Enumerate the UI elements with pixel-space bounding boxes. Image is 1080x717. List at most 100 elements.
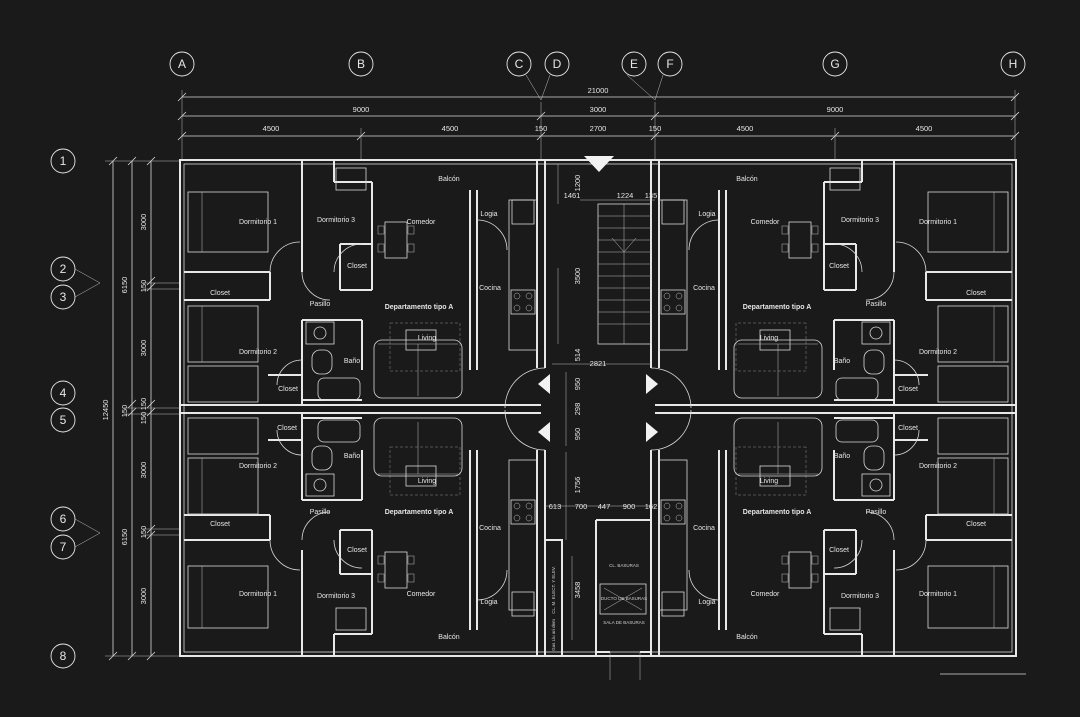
label-bano: Baño bbox=[834, 358, 850, 365]
dim-4-a: 150 bbox=[139, 398, 148, 411]
label-pasillo: Pasillo bbox=[310, 509, 331, 516]
dim-core-950-upper: 950 bbox=[573, 378, 582, 391]
axis-label-f: F bbox=[666, 57, 673, 71]
entry-arrow-top bbox=[584, 156, 614, 172]
section-arrow-right-lower bbox=[646, 422, 658, 442]
axis-label-1: 1 bbox=[60, 154, 67, 168]
axis-bubble-6: 6 bbox=[50, 506, 76, 532]
dim-e-f: 150 bbox=[649, 124, 662, 133]
axis-label-c: C bbox=[515, 57, 524, 71]
label-pasillo: Pasillo bbox=[866, 301, 887, 308]
column-axes: A B C D E F G H bbox=[169, 51, 1026, 101]
labels-unit-upper-right: Balcón Dormitorio 1 Dormitorio 3 Comedor… bbox=[693, 176, 986, 393]
axis-bubble-a: A bbox=[169, 51, 195, 77]
label-bano: Baño bbox=[834, 453, 850, 460]
label-departamento: Departamento tipo A bbox=[385, 304, 454, 311]
axis-bubble-2: 2 bbox=[50, 256, 76, 282]
label-closet-b: Closet bbox=[210, 290, 230, 297]
label-pasillo: Pasillo bbox=[866, 509, 887, 516]
dim-core-298: 298 bbox=[573, 403, 582, 416]
section-arrow-right-upper bbox=[646, 374, 658, 394]
dim-party-wall: 150 bbox=[120, 405, 129, 418]
dim-core-514: 514 bbox=[573, 349, 582, 362]
label-balcon: Balcón bbox=[438, 634, 460, 641]
dim-c-d: 150 bbox=[535, 124, 548, 133]
label-logia: Logia bbox=[698, 211, 715, 218]
label-balcon: Balcón bbox=[438, 176, 460, 183]
axis-bubble-e: E bbox=[621, 51, 647, 77]
dim-5-6: 3000 bbox=[139, 462, 148, 479]
furniture-right bbox=[660, 167, 1009, 631]
dim-core-700: 700 bbox=[575, 502, 588, 511]
label-sala-basuras: SALA DE BASURAS bbox=[603, 620, 645, 625]
label-dormitorio-2: Dormitorio 2 bbox=[919, 349, 957, 356]
axis-bubble-d: D bbox=[544, 51, 570, 77]
label-cl-electrico: CL. M. ELECT. Y ELEV. bbox=[551, 566, 556, 613]
axis-bubble-h: H bbox=[1000, 51, 1026, 77]
axis-bubble-g: G bbox=[822, 51, 848, 77]
row-axes: 1 2 3 4 5 6 7 8 bbox=[50, 148, 101, 669]
dim-core-447: 447 bbox=[598, 502, 611, 511]
label-pasillo: Pasillo bbox=[310, 301, 331, 308]
label-comedor: Comedor bbox=[407, 591, 436, 598]
core-dimensions: 1200 1461 1224 135 3500 514 2821 950 298… bbox=[545, 164, 657, 640]
furniture-left bbox=[187, 167, 536, 631]
label-cocina: Cocina bbox=[479, 525, 501, 532]
dim-core-950-lower: 950 bbox=[573, 428, 582, 441]
label-dormitorio-2: Dormitorio 2 bbox=[919, 463, 957, 470]
dim-core-3500: 3500 bbox=[573, 268, 582, 285]
label-logia: Logia bbox=[480, 599, 497, 606]
axis-label-d: D bbox=[553, 57, 562, 71]
interior-walls-right bbox=[658, 160, 1012, 656]
label-dormitorio-1: Dormitorio 1 bbox=[919, 591, 957, 598]
dim-core-1461: 1461 bbox=[564, 191, 581, 200]
axis-label-6: 6 bbox=[60, 512, 67, 526]
axis-label-7: 7 bbox=[60, 540, 67, 554]
interior-walls-left bbox=[184, 160, 538, 656]
label-closet-f: Closet bbox=[829, 547, 849, 554]
label-balcon: Balcón bbox=[736, 634, 758, 641]
label-comedor: Comedor bbox=[751, 219, 780, 226]
label-closet-c: Closet bbox=[278, 386, 298, 393]
axis-label-b: B bbox=[357, 57, 365, 71]
label-closet-a: Closet bbox=[347, 263, 367, 270]
dim-core-1756: 1756 bbox=[573, 477, 582, 494]
label-closet-a: Closet bbox=[829, 263, 849, 270]
axis-bubble-8: 8 bbox=[50, 643, 76, 669]
axis-label-2: 2 bbox=[60, 262, 67, 276]
axis-label-h: H bbox=[1009, 57, 1018, 71]
axis-bubble-5: 5 bbox=[50, 407, 76, 433]
label-dormitorio-3: Dormitorio 3 bbox=[841, 217, 879, 224]
label-bano: Baño bbox=[344, 453, 360, 460]
label-comedor: Comedor bbox=[407, 219, 436, 226]
label-closet-e: Closet bbox=[966, 521, 986, 528]
axis-bubble-c: C bbox=[506, 51, 532, 77]
label-logia: Logia bbox=[480, 211, 497, 218]
label-dormitorio-1: Dormitorio 1 bbox=[239, 219, 277, 226]
dim-right-block: 9000 bbox=[827, 105, 844, 114]
label-balcon: Balcón bbox=[736, 176, 758, 183]
label-closet-b: Closet bbox=[966, 290, 986, 297]
dim-1-2: 3000 bbox=[139, 214, 148, 231]
label-closet-e: Closet bbox=[210, 521, 230, 528]
label-dormitorio-3: Dormitorio 3 bbox=[317, 217, 355, 224]
label-departamento: Departamento tipo A bbox=[385, 509, 454, 516]
label-living: Living bbox=[418, 335, 436, 342]
section-arrow-left-upper bbox=[538, 374, 550, 394]
label-dormitorio-1: Dormitorio 1 bbox=[239, 591, 277, 598]
dim-total-depth: 12450 bbox=[101, 400, 110, 421]
label-living: Living bbox=[418, 478, 436, 485]
labels-unit-upper-left: Balcón Dormitorio 1 Dormitorio 3 Comedor… bbox=[210, 176, 501, 393]
label-ducto-basuras: DUCTO DE BASURAS bbox=[601, 596, 647, 601]
section-arrow-left-lower bbox=[538, 422, 550, 442]
axis-label-4: 4 bbox=[60, 386, 67, 400]
dim-core-3458: 3458 bbox=[573, 582, 582, 599]
dim-left-block: 9000 bbox=[353, 105, 370, 114]
label-departamento: Departamento tipo A bbox=[743, 304, 812, 311]
axis-bubble-b: B bbox=[348, 51, 374, 77]
axis-label-g: G bbox=[830, 57, 839, 71]
label-bano: Baño bbox=[344, 358, 360, 365]
label-cocina: Cocina bbox=[693, 525, 715, 532]
